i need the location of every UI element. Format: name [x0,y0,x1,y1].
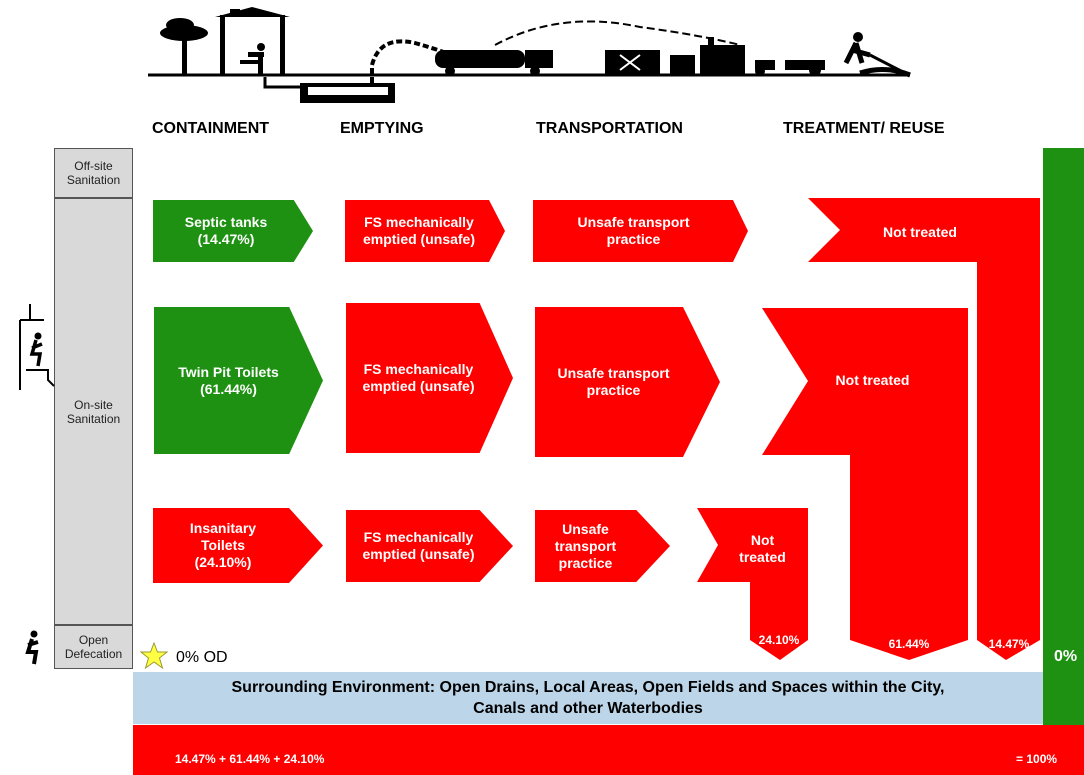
tractor-icon [755,60,825,76]
insanitary-not-treated-flow [697,508,808,660]
totals-total: = 100% [1016,752,1058,766]
toilet-user-icon [19,304,55,390]
od-label: 0% OD [176,649,228,666]
treatment-plant-icon [605,37,745,75]
sanitation-chain-illustration [148,7,911,103]
safe-pct: 0% [1054,648,1078,665]
header-emptying: EMPTYING [340,120,424,137]
tanker-truck-icon [435,50,553,76]
septic-not-treated-label: Not treated [883,223,957,240]
surrounding-environment-band: Surrounding Environment: Open Drains, Lo… [133,672,1043,724]
twin-pit-not-treated-label: Not treated [835,371,910,388]
header-transportation: TRANSPORTATION [536,120,683,137]
header-treatment: TREATMENT/ REUSE [783,120,945,137]
twin-pit-outflow-pct: 61.44% [888,637,930,651]
tree-icon [160,18,208,75]
totals-sum: 14.47% + 61.44% + 24.10% [175,752,325,766]
septic-outflow-pct: 14.47% [988,637,1030,651]
star-icon [140,642,168,669]
open-defecation-person-icon [25,630,39,665]
twin-pit-toilets-containment: Twin Pit Toilets(61.44%) [154,307,323,454]
safe-column [1043,148,1084,725]
header-containment: CONTAINMENT [152,120,270,137]
insanitary-outflow-pct: 24.10% [758,633,800,647]
septic-tanks-containment: Septic tanks(14.47%) [153,200,313,262]
septic-not-treated-flow [808,198,1040,660]
twin-pit-not-treated-flow [762,308,968,660]
farmer-icon [843,32,911,78]
latrine-icon [215,7,290,75]
totals-bar [133,725,1084,775]
